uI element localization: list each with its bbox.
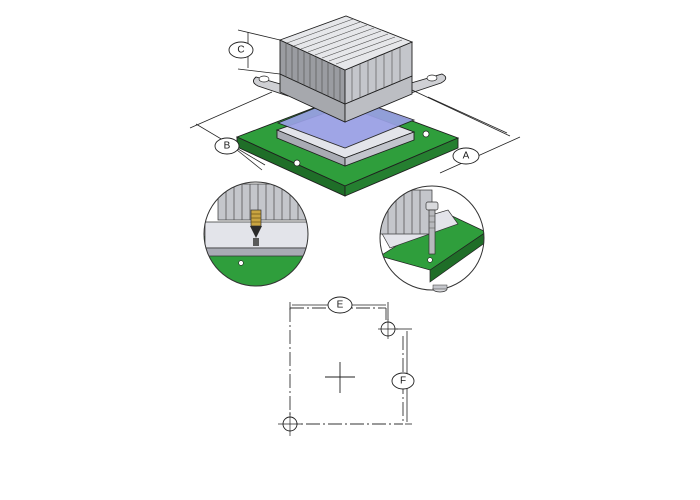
detail-view-right — [379, 185, 485, 293]
pcb-mount-hole — [422, 130, 430, 138]
dimension-b: B — [189, 91, 273, 171]
dimension-f: F — [391, 328, 415, 425]
detail-right-frame — [379, 185, 485, 291]
mounting-hole-top-right — [378, 319, 398, 339]
label-e: E — [337, 300, 344, 311]
chip-right-side — [344, 131, 415, 167]
callout-c — [228, 41, 254, 59]
detail-view-left — [203, 181, 309, 287]
pcb-right-side — [344, 137, 459, 197]
hole-pattern-drawing: E F — [278, 296, 415, 436]
label-f: F — [400, 376, 406, 387]
label-a: A — [463, 151, 470, 162]
dimension-e: E — [289, 296, 389, 320]
callout-a — [452, 147, 480, 165]
label-c: C — [237, 45, 244, 56]
heatsink-fins — [285, 18, 403, 102]
detail-left-chip-side — [204, 247, 308, 257]
callout-e — [327, 296, 353, 314]
callout-b — [214, 137, 240, 155]
dimension-c: C — [228, 29, 281, 75]
callout-f — [391, 372, 415, 390]
left-ear-hole — [258, 75, 270, 83]
fin-block-top — [278, 15, 414, 71]
center-mark — [325, 362, 355, 393]
detail-left-push-pin — [250, 209, 262, 246]
heatsink — [253, 15, 447, 123]
detail-left-heatsink — [217, 183, 308, 221]
detail-right-screw — [425, 201, 439, 255]
main-assembly: A B C — [189, 15, 521, 197]
mounting-hole-bottom-left — [278, 412, 302, 436]
pcb-mount-hole — [293, 159, 301, 167]
detail-left-frame — [203, 181, 309, 287]
dimension-a: A — [411, 89, 521, 174]
detail-right-nut — [432, 284, 448, 293]
label-b: B — [224, 141, 231, 152]
right-ear-hole — [426, 74, 438, 82]
